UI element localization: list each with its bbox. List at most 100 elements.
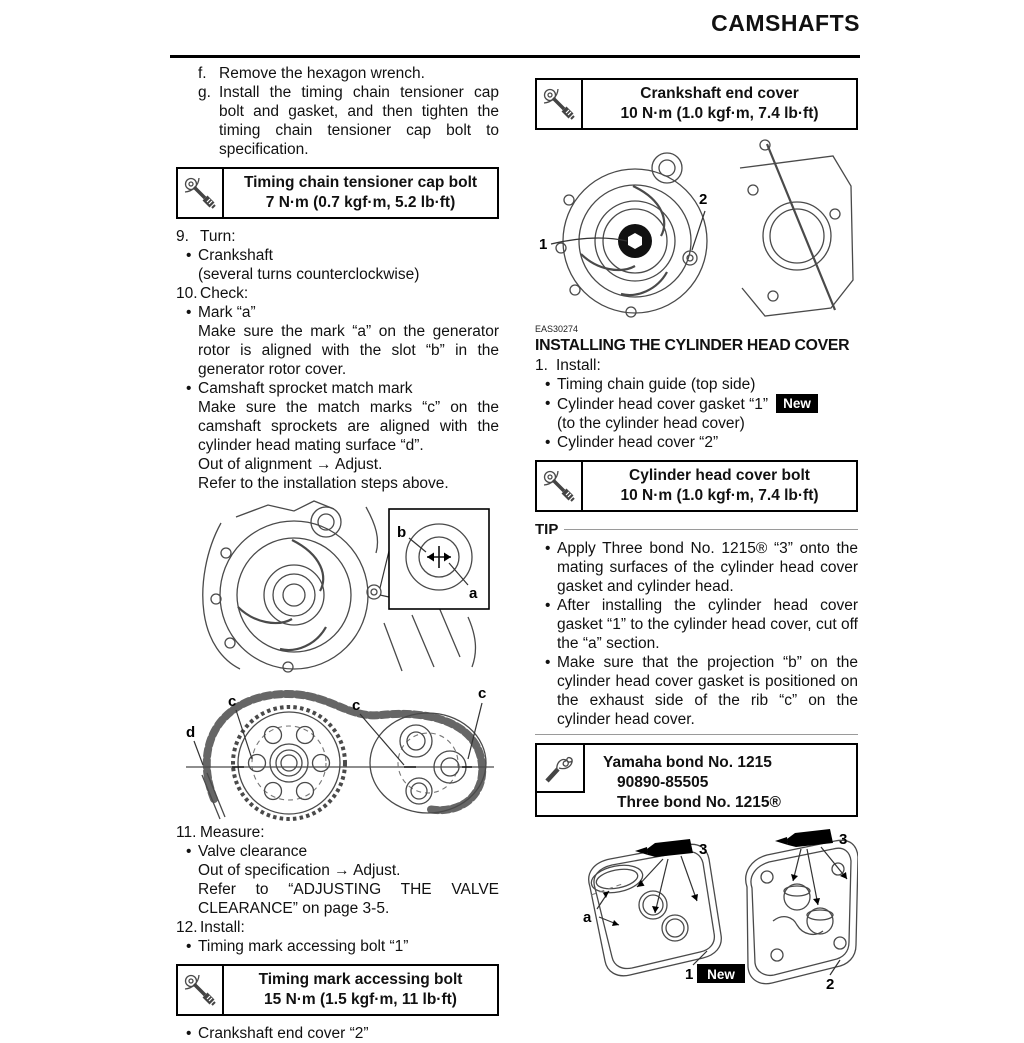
bullet-dot: •: [545, 597, 551, 614]
tip-divider: [535, 734, 858, 735]
tip-item: • Make sure that the projection “b” on t…: [535, 653, 858, 729]
reference-text: Refer to the installation steps above.: [198, 475, 449, 492]
callout-c3: c: [478, 685, 486, 702]
tip-item: • After installing the cylinder head cov…: [535, 596, 858, 653]
torque-value: 10 N·m (1.0 kgf·m, 7.4 lb·ft): [620, 487, 819, 504]
reference-text: Refer to “ADJUSTING THE VALVE CLEARANCE”…: [198, 881, 499, 917]
bond-part-number: 90890-85505: [617, 774, 709, 791]
torque-spec: Cylinder head cover bolt 10 N·m (1.0 kgf…: [583, 462, 856, 510]
bond-alt-name: Three bond No. 1215®: [617, 794, 781, 811]
callout-1: 1: [685, 966, 693, 983]
bullet-dot: •: [186, 247, 192, 264]
tip-heading: TIP: [535, 520, 858, 539]
new-badge: New: [776, 394, 818, 413]
bullet-dot: •: [545, 376, 551, 393]
bullet-dot: •: [186, 304, 192, 321]
torque-value: 7 N·m (0.7 kgf·m, 5.2 lb·ft): [265, 194, 456, 211]
callout-a: a: [469, 585, 478, 602]
bullet-dot: •: [545, 434, 551, 451]
bullet-dot: •: [545, 654, 551, 671]
bullet-dot: •: [545, 395, 551, 412]
list-item-text: Crankshaft: [198, 247, 273, 264]
list-item-text: Cylinder head cover gasket “1” New: [557, 394, 858, 414]
paragraph: Make sure the mark “a” on the generator …: [198, 323, 499, 378]
list-item-text: Crankshaft end cover “2”: [198, 1025, 369, 1042]
torque-spec-box-end-cover: Crankshaft end cover 10 N·m (1.0 kgf·m, …: [535, 78, 858, 130]
new-badge: New: [707, 967, 735, 982]
sealant-applicator-shape: [647, 839, 693, 857]
torque-value: 10 N·m (1.0 kgf·m, 7.4 lb·ft): [620, 105, 819, 122]
torque-wrench-icon: [178, 169, 224, 217]
result-text: Out of alignment → Adjust.: [198, 456, 383, 473]
result-text: Out of specification → Adjust.: [198, 862, 401, 879]
callout-2: 2: [699, 191, 707, 208]
bullet-dot: •: [186, 1025, 192, 1042]
step-title: Check:: [200, 285, 249, 302]
list-item-text: Timing mark accessing bolt “1”: [198, 938, 409, 955]
torque-spec-box-timing-bolt: Timing mark accessing bolt 15 N·m (1.5 k…: [176, 964, 499, 1016]
page-title: CAMSHAFTS: [711, 10, 860, 36]
list-item: • Crankshaft: [176, 246, 499, 265]
section-title: INSTALLING THE CYLINDER HEAD COVER: [535, 337, 850, 354]
tip-text: After installing the cylinder head cover…: [557, 597, 858, 652]
callout-b: b: [397, 524, 406, 541]
list-item: • Valve clearance: [176, 842, 499, 861]
step-g: g. Install the timing chain tensioner ca…: [198, 83, 499, 159]
step-10: 10. Check:: [176, 284, 499, 303]
step-number: 1.: [535, 357, 548, 374]
list-item: • Timing mark accessing bolt “1”: [176, 937, 499, 956]
bond-applicator-icon: [537, 745, 585, 793]
torque-name: Crankshaft end cover: [640, 85, 799, 102]
bond-name: Yamaha bond No. 1215: [603, 754, 772, 771]
section-code: EAS30274: [535, 324, 579, 334]
step-label: g.: [198, 84, 211, 101]
torque-spec-box-head-cover-bolt: Cylinder head cover bolt 10 N·m (1.0 kgf…: [535, 460, 858, 512]
torque-spec-box-tensioner: Timing chain tensioner cap bolt 7 N·m (0…: [176, 167, 499, 219]
torque-spec: Timing chain tensioner cap bolt 7 N·m (0…: [224, 169, 497, 217]
torque-value: 15 N·m (1.5 kgf·m, 11 lb·ft): [264, 991, 457, 1008]
step-title: Turn:: [200, 228, 236, 245]
torque-spec: Timing mark accessing bolt 15 N·m (1.5 k…: [224, 966, 497, 1014]
step-title: Measure:: [200, 824, 265, 841]
bullet-dot: •: [545, 540, 551, 557]
torque-spec: Crankshaft end cover 10 N·m (1.0 kgf·m, …: [583, 80, 856, 128]
note-text: (several turns counterclockwise): [198, 266, 420, 283]
header-divider: [170, 55, 860, 58]
left-column: f. Remove the hexagon wrench. g. Install…: [176, 64, 499, 1043]
list-item-label: Cylinder head cover gasket “1”: [557, 396, 769, 413]
step-number: 9.: [176, 228, 189, 245]
right-column: Crankshaft end cover 10 N·m (1.0 kgf·m, …: [535, 64, 858, 1043]
step-f: f. Remove the hexagon wrench.: [198, 64, 499, 83]
step-number: 12.: [176, 919, 198, 936]
note-text: (to the cylinder head cover): [557, 415, 745, 432]
bond-spec: Yamaha bond No. 1215 90890-85505 Three b…: [537, 745, 856, 813]
list-item: • Timing chain guide (top side): [535, 375, 858, 394]
two-column-layout: f. Remove the hexagon wrench. g. Install…: [176, 64, 858, 1043]
torque-name: Timing chain tensioner cap bolt: [243, 174, 478, 191]
figure-generator-rotor-check: b a: [202, 500, 490, 673]
bullet-dot: •: [186, 938, 192, 955]
list-item-text: Timing chain guide (top side): [557, 376, 756, 393]
callout-a: a: [583, 909, 592, 926]
list-item-text: Camshaft sprocket match mark: [198, 380, 413, 397]
tip-label: TIP: [535, 521, 559, 538]
step-text: Remove the hexagon wrench.: [219, 65, 425, 82]
list-item: • Mark “a”: [176, 303, 499, 322]
step-number: 10.: [176, 285, 198, 302]
figure-crankshaft-end-cover: 1 2: [539, 139, 854, 318]
torque-wrench-icon: [178, 966, 224, 1014]
step-12: 12. Install:: [176, 918, 499, 937]
step-title: Install:: [556, 357, 601, 374]
callout-1: 1: [539, 236, 547, 253]
list-item: • Camshaft sprocket match mark: [176, 379, 499, 398]
bond-spec-box: Yamaha bond No. 1215 90890-85505 Three b…: [535, 743, 858, 817]
callout-c2: c: [352, 697, 360, 714]
torque-name: Timing mark accessing bolt: [258, 971, 463, 988]
tip-text: Make sure that the projection “b” on the…: [557, 654, 858, 728]
step-1: 1. Install:: [535, 356, 858, 375]
bullet-dot: •: [186, 380, 192, 397]
figure-camshaft-sprockets: d c c c: [186, 685, 494, 821]
list-item: • Cylinder head cover gasket “1” New: [535, 394, 858, 414]
list-item-text: Cylinder head cover “2”: [557, 434, 719, 451]
